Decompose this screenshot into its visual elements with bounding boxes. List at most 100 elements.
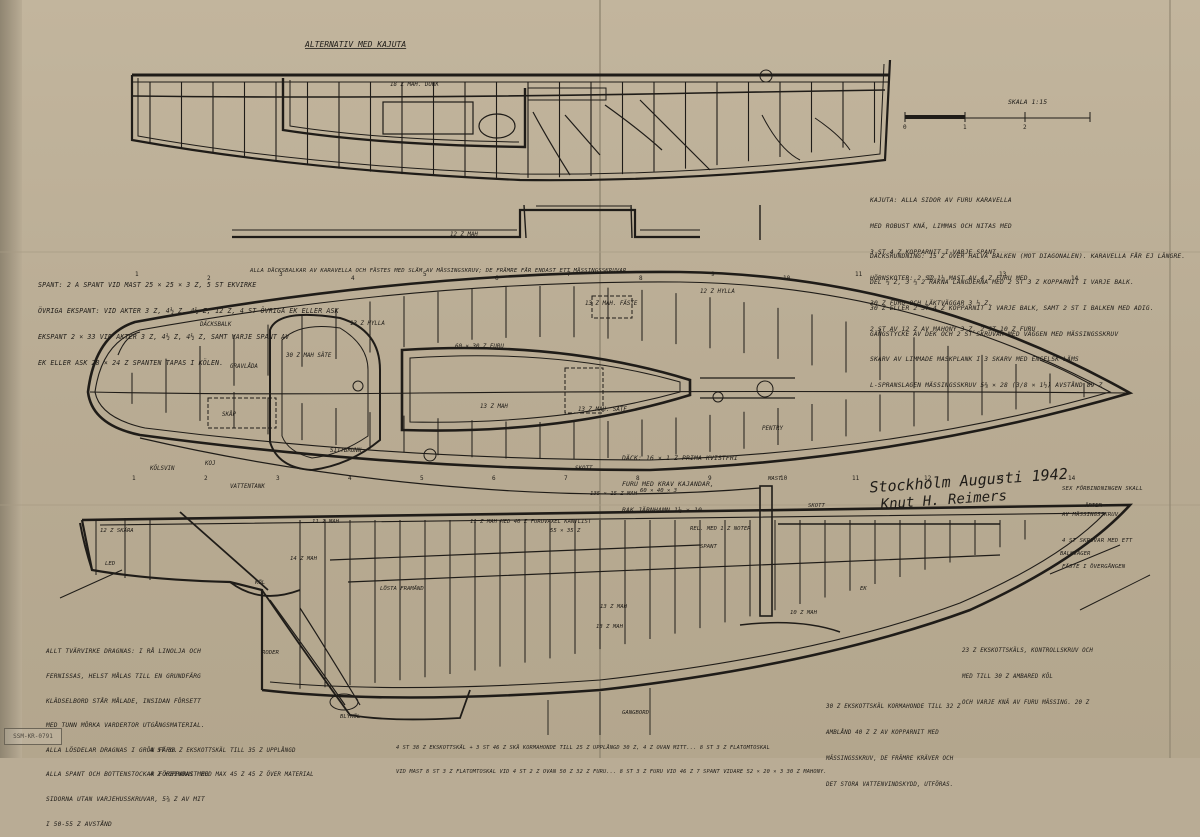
- note-line: ALLT TVÄRVIRKE DRAGNAS: I RÅ LINOLJA OCH: [46, 648, 202, 656]
- note-sprint: 23 Z EKSKOTTSKÄLS, KONTROLLSKRUV OCH MED…: [962, 630, 1093, 716]
- scale-tick: 1: [963, 124, 967, 131]
- station-number: 4: [351, 275, 355, 282]
- station-number: 1: [135, 271, 139, 278]
- station-number: 4: [348, 475, 352, 482]
- section-label: 12 Z SKÄRA: [100, 527, 134, 534]
- cabin-section-detail: [232, 204, 761, 240]
- scale-tick: 0: [903, 124, 907, 131]
- note-line: SEX FÖRBINDNINGEN SKALL: [1062, 486, 1143, 493]
- note-deck-beams: ALLA DÄCKSBALKAR AV KARAVELLA OCH FÄSTES…: [250, 250, 626, 284]
- station-number: 6: [495, 275, 499, 282]
- note-line: DÄCK: 16 × 1 Z PRIMA KVISTFRI: [622, 454, 738, 463]
- station-number: 12: [927, 275, 935, 282]
- plan-label: 12 Z HYLLA: [700, 289, 735, 295]
- section-label: 10 Z MAH: [790, 610, 818, 616]
- section-label: 13 Z MAH: [600, 604, 628, 610]
- station-number: 11: [855, 271, 863, 278]
- note-line: FERNISSAS, HELST MÅLAS TILL EN GRUNDFÄRG: [46, 673, 202, 681]
- note-line: 4 ST 38 Z EKSKOTTSKÄL + 3 ST 46 Z SKÄ KO…: [396, 745, 770, 751]
- station-number: 3: [276, 475, 280, 482]
- section-label: BALKVÄGER: [1060, 550, 1091, 557]
- note-line: AMBLÅND 40 Z Z AV KOPPARNIT MED: [826, 729, 939, 736]
- note-line: 3 ST 4 Z KOPPARNIT I VARJE SPANT.: [870, 248, 1001, 256]
- note-kontroll: 30 Z EKSKOTTSKÄL KORMAHONDE TILL 32 Z AM…: [826, 686, 961, 798]
- scale-tick: 2: [1023, 124, 1027, 131]
- note-line: DEL ⅔ Z, 3 ⅔ 2 RÄKNA LÄNGDERNA MED 2 ST …: [870, 278, 1135, 286]
- cabin-profile-view: [130, 59, 892, 182]
- note-top-right: SEX FÖRBINDNINGEN SKALL AV MÄSSINGSSKRUV…: [1062, 468, 1143, 580]
- section-label: REL. MED 1 Z NOTER: [690, 526, 751, 532]
- note-bottom-2: 4 ST 30 Z EKSKOTTSKÄL TILL 35 Z UPPLÅNGD…: [150, 731, 314, 787]
- section-label: 13 Z MAH: [596, 624, 624, 630]
- note-kajuta: KAJUTA: ALLA SIDOR AV FURU KARAVELLA MED…: [870, 180, 1036, 343]
- note-line: MED ROBUST KNÄ, LIMMAS OCH NITAS MED: [870, 222, 1012, 230]
- section-label: EK: [860, 586, 867, 592]
- note-line: KAJUTA: ALLA SIDOR AV FURU KARAVELLA: [870, 197, 1012, 205]
- station-number: 11: [852, 475, 860, 482]
- plan-label: 13 Z MAH. FÄSTE: [585, 300, 638, 307]
- station-number: 6: [492, 475, 496, 482]
- note-line: ALLA LÖSDELAR DRAGNAS I GRÖN FÄRG.: [46, 746, 178, 754]
- plan-label: 13 Z MAH. SÄTE: [578, 406, 627, 413]
- note-line: SIDORNA UTAN VARJEHUSSKRUVAR, 5⅝ Z AV MI…: [46, 796, 205, 804]
- note-line: I 50-55 Z AVSTÅND: [46, 820, 112, 828]
- note-line: VID MAST 8 ST 3 Z FLATOMTOSKAL VID 4 ST …: [396, 769, 827, 775]
- section-labels: 11 Z MAH 11 Z MAH MED 40 Z FURUVAXEL KANT…: [100, 476, 1102, 720]
- note-line: HÖRNSKOTER: 2 ST 1½ MAST AV 4 Z FURU MED: [870, 274, 1028, 282]
- note-line: MED TILL 30 Z AMBARED KÖL: [962, 673, 1054, 680]
- note-line: MÄSSINGSSKRUV, DE FRÄMRE KRÄVER OCH: [826, 755, 954, 762]
- note-line: DÄCKSRUNDNING: 15 Z ÖVER HALVA BALKEN (M…: [870, 253, 1186, 261]
- note-bottom-1: 4 ST 38 Z EKSKOTTSKÄL + 3 ST 46 Z SKÄ KO…: [396, 728, 827, 784]
- note-line: 30 Z FURU OCH LÄKTVÄGGAR 3 ½ Z.: [870, 300, 993, 308]
- note-line: 2 ST AV 12 Z AV MAHONY 3 Z, 2 ST 10 Z FU…: [870, 326, 1036, 334]
- plan-label: 13 Z MAH: [480, 404, 508, 410]
- section-label: 55 × 35 Z: [550, 528, 581, 534]
- note-line: 30 Z ELLER 2 ST 4 Z KOPPARNIT I VARJE BA…: [870, 304, 1154, 312]
- note-dack: DÄCK: 16 × 1 Z PRIMA KVISTFRI FURU MED K…: [622, 437, 738, 523]
- note-line: MED TUNN MÖRKA VARDERTOR UTGÅNGSMATERIAL…: [46, 722, 205, 730]
- station-number: 1: [132, 475, 136, 482]
- note-line: SKARV AV LIMMADE MASKPLANK I 3 SKARV MED…: [870, 356, 1079, 364]
- drawing-svg: 0 1 2 SKALA 1:15 ALTERNATIV MED KAJUTA S…: [0, 0, 1200, 758]
- note-line: GÄNGSTYCKE AV DEK OCH 2 ST SKRUVAR MED V…: [870, 330, 1119, 338]
- section-label: LÖSTA FRAMÄND: [380, 585, 424, 592]
- station-number: 13: [999, 271, 1007, 278]
- section-label: GANGBORD: [622, 710, 650, 716]
- note-line: FURU MED KRAV KAJANDAR,: [622, 479, 714, 488]
- archive-stamp: SSM-KR-0791: [4, 728, 62, 745]
- station-number: 2: [204, 475, 208, 482]
- section-label: BLYKÖL: [340, 713, 360, 720]
- section-label: 14 Z MAH: [290, 556, 318, 562]
- station-number: 5: [420, 475, 424, 482]
- note-line: ÖVRIGA EKSPANT: VID AKTER 3 Z, 4½ Z, 4½ …: [38, 306, 339, 315]
- section-label: 135 × 15 Z MAH: [590, 491, 638, 497]
- section-label: SKOTT: [808, 503, 825, 509]
- scale-label: SKALA 1:15: [1008, 98, 1047, 106]
- drawing-title: ALTERNATIV MED KAJUTA: [304, 40, 406, 49]
- section-label: 11 Z MAH MED 40 Z FURUVAXEL KANTLIST: [470, 519, 592, 525]
- plan-label: PENTRY: [762, 426, 783, 432]
- station-number: 14: [1068, 475, 1076, 482]
- section-label: 11 Z MAH: [312, 519, 340, 525]
- section-label: 60 × 40 × 3: [640, 488, 678, 494]
- plan-label: GRAVLÅDA: [230, 363, 258, 370]
- note-line: EK ELLER ASK 28 × 24 Z SPANTEN TAPAS I K…: [38, 358, 224, 367]
- section-label: ÄRTER: [1084, 502, 1102, 509]
- plan-label: SKOTT: [575, 466, 593, 472]
- note-line: FÄSTE I ÖVERGÅNGEN: [1062, 563, 1126, 570]
- section-label: KÖL: [254, 579, 265, 586]
- plan-label: 12 Z MAH: [450, 232, 478, 238]
- section-label: LED: [105, 561, 116, 567]
- note-line: SPANT: 2 A SPANT VID MAST 25 × 25 × 3 Z,…: [38, 281, 257, 290]
- station-number: 3: [279, 271, 283, 278]
- hull-section-view: [59, 485, 1151, 735]
- station-number: 10: [783, 275, 791, 282]
- station-number: 13: [996, 475, 1004, 482]
- note-line: OCH VARJE KNÄ AV FURU MÄSSING. 20 Z: [962, 699, 1090, 706]
- station-number: 14: [1071, 275, 1079, 282]
- note-line: ALLA DÄCKSBALKAR AV KARAVELLA OCH FÄSTES…: [250, 268, 627, 275]
- scale-bar: 0 1 2 SKALA 1:15: [903, 98, 1091, 131]
- plan-label: KÖLSVIN: [149, 465, 175, 472]
